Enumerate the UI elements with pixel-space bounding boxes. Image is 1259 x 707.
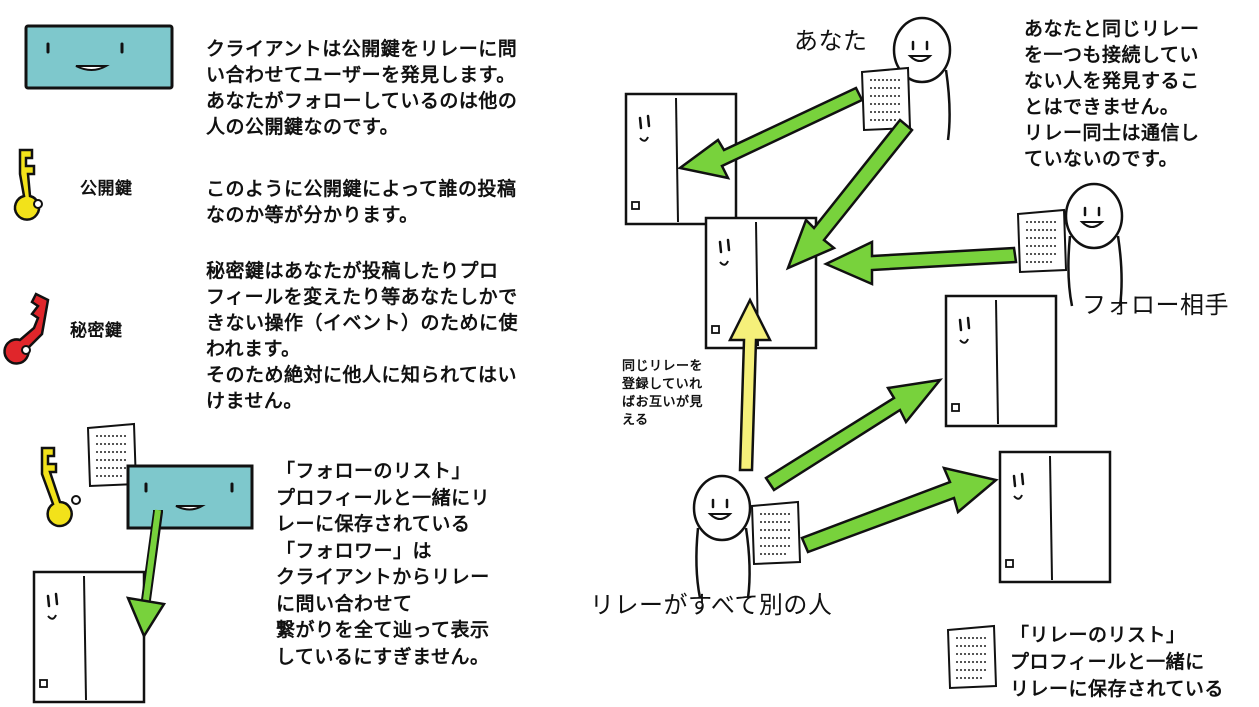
you-label: あなた	[794, 27, 868, 55]
public-key-description: このように公開鍵によって誰の投稿 なのか等が分かります。	[206, 178, 517, 226]
all-different-relays-label: リレーがすべて別の人	[590, 591, 833, 619]
secret-key-description: 秘密鍵はあなたが投稿したりプロ フィールを変えたり等あなたしかで きない操作（イ…	[206, 260, 519, 412]
arrow-icon	[677, 86, 1018, 554]
person-icon	[692, 474, 752, 600]
person-icon	[1064, 182, 1124, 308]
same-relay-note: 同じリレーを 登録していれ ばお互いが見 える	[622, 359, 704, 428]
document-icon	[751, 501, 801, 565]
follow-list-description: 「フォローのリスト」 プロフィールと一緒にリ レーに保存されている 「フォロワー…	[276, 460, 491, 668]
arrow-icon	[125, 509, 167, 639]
relay-server-icon	[944, 294, 1058, 428]
followee-label: フォロー相手	[1082, 291, 1229, 319]
client-icon	[126, 464, 254, 530]
document-icon	[1017, 209, 1067, 273]
relay-server-icon	[998, 450, 1112, 584]
secret-key-icon	[3, 292, 50, 365]
public-key-icon	[13, 148, 43, 221]
document-icon	[947, 625, 997, 689]
public-key-icon	[40, 446, 81, 528]
relay-server-icon	[32, 570, 146, 704]
arrow-icon	[727, 297, 773, 472]
client-description: クライアントは公開鍵をリレーに問 い合わせてユーザーを発見します。 あなたがフォ…	[206, 38, 518, 138]
public-key-label: 公開鍵	[80, 179, 133, 199]
relay-list-description: 「リレーのリスト」 プロフィールと一緒に リレーに保存されている	[1010, 624, 1224, 700]
you-note: あなたと同じリレー を一つも接続してい ない人を発見するこ とはできません。 リ…	[1024, 18, 1200, 170]
secret-key-label: 秘密鍵	[70, 321, 123, 341]
client-icon	[24, 24, 174, 90]
document-icon	[861, 67, 911, 131]
